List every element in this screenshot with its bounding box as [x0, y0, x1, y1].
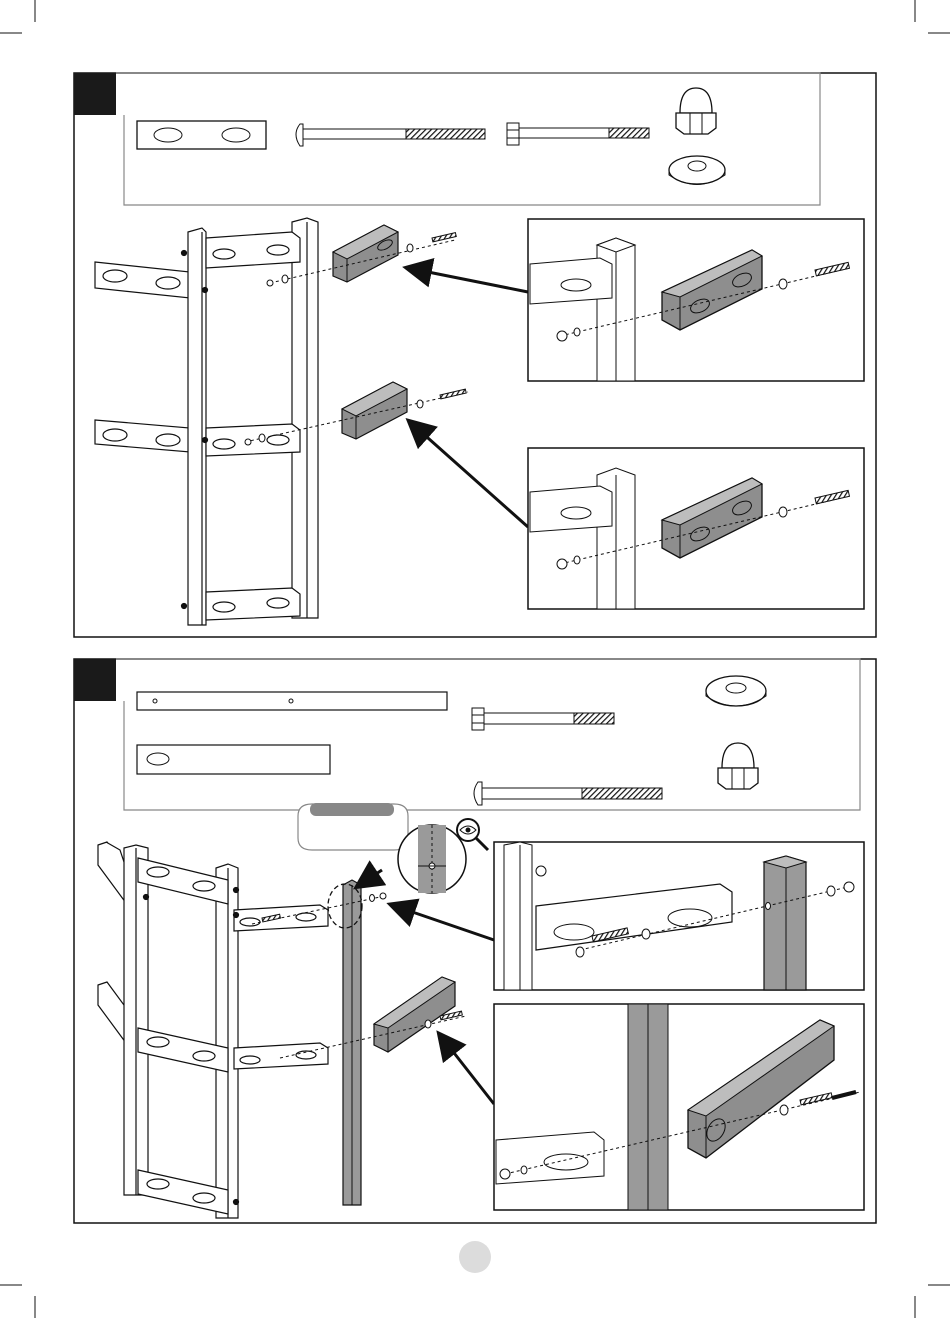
step-2-panel	[74, 659, 876, 1223]
page-number-badge	[459, 1241, 491, 1273]
arrow-to-step2-bottom-detail	[440, 1035, 494, 1104]
short-board-part	[137, 745, 330, 774]
step-2-detail-bottom	[494, 1004, 864, 1210]
arrow-to-lower-detail	[410, 422, 528, 527]
arrow-to-upper-detail	[408, 268, 528, 292]
step-1-detail-bottom	[528, 448, 864, 609]
hex-bolt-part-2	[472, 708, 614, 730]
step-2-parts-box	[116, 659, 860, 810]
step-1-detail-top	[528, 219, 864, 381]
arrow-magnifier-to-post	[358, 870, 382, 886]
magnifier-inset	[398, 819, 488, 893]
long-rail-part	[137, 692, 447, 710]
step-2-frame	[98, 842, 328, 1218]
spacer-block-part	[137, 121, 266, 149]
step-2-badge	[74, 659, 116, 701]
carriage-bolt-part	[296, 124, 485, 146]
step-2-detail-top	[494, 842, 864, 990]
washer-part	[669, 156, 725, 185]
washer-part-2	[706, 676, 766, 706]
arrow-to-step2-top-detail	[392, 905, 494, 940]
callout-bubble	[298, 803, 408, 850]
cap-nut-part	[676, 88, 716, 134]
step-1-panel	[74, 73, 876, 637]
step-1-badge	[74, 73, 116, 115]
cap-nut-part-2	[718, 743, 758, 789]
carriage-bolt-part-2	[474, 782, 662, 805]
step-1-parts-box	[116, 73, 820, 205]
hex-bolt-part	[507, 123, 649, 145]
